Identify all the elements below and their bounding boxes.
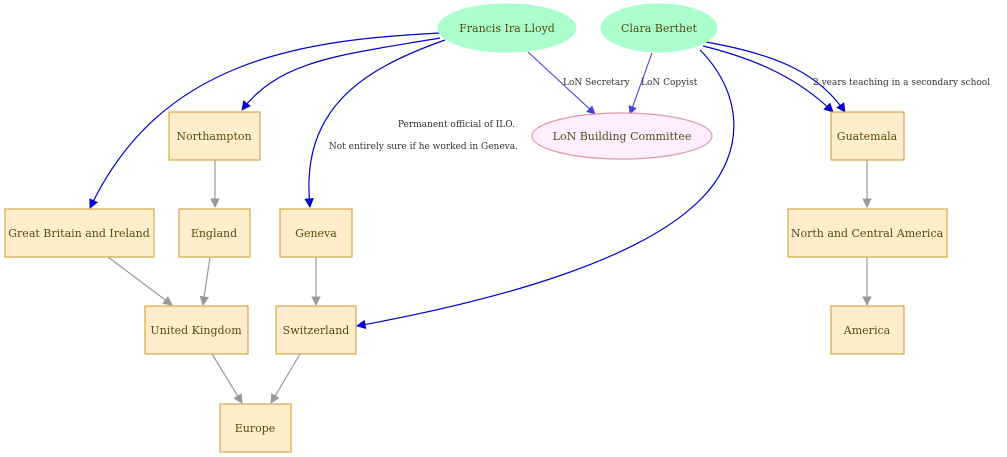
node-europe[interactable]: Europe bbox=[219, 403, 292, 453]
edge-uk-europe bbox=[211, 353, 243, 404]
node-geneva[interactable]: Geneva bbox=[279, 208, 353, 258]
edge-label-ilo: Permanent official of ILO. bbox=[398, 120, 515, 130]
node-label: England bbox=[191, 227, 237, 240]
node-label: America bbox=[843, 324, 891, 337]
node-united-kingdom[interactable]: United Kingdom bbox=[144, 305, 249, 355]
edge-switzerland-europe bbox=[270, 353, 301, 404]
node-switzerland[interactable]: Switzerland bbox=[275, 305, 357, 355]
edge-francis-northampton bbox=[241, 37, 441, 111]
node-francis-ira-lloyd[interactable]: Francis Ira Lloyd bbox=[437, 3, 577, 53]
edge-francis-committee bbox=[527, 51, 596, 115]
node-guatemala[interactable]: Guatemala bbox=[830, 111, 905, 161]
node-great-britain-and-ireland[interactable]: Great Britain and Ireland bbox=[4, 208, 155, 258]
edge-label-lon-copyist: LoN Copyist bbox=[641, 78, 698, 88]
node-label: Guatemala bbox=[837, 130, 898, 143]
node-england[interactable]: England bbox=[178, 208, 251, 258]
edge-label-teaching: 2 years teaching in a secondary school bbox=[813, 78, 990, 88]
node-label: Geneva bbox=[295, 227, 337, 240]
edge-francis-gbi bbox=[89, 32, 441, 209]
edge-label-lon-secretary: LoN Secretary bbox=[563, 78, 631, 88]
node-label: Northampton bbox=[176, 130, 251, 143]
node-label: Europe bbox=[235, 422, 276, 435]
edge-clara-guatemala-1 bbox=[702, 45, 834, 113]
node-lon-building-committee[interactable]: LoN Building Committee bbox=[531, 112, 713, 160]
node-label: North and Central America bbox=[791, 227, 944, 240]
node-label: United Kingdom bbox=[150, 324, 242, 337]
node-label: Great Britain and Ireland bbox=[8, 227, 149, 240]
edge-gbi-uk bbox=[107, 256, 173, 306]
edge-clara-guatemala-2 bbox=[705, 41, 846, 113]
edge-clara-switzerland bbox=[356, 49, 735, 330]
node-america[interactable]: America bbox=[830, 305, 905, 355]
edge-francis-geneva bbox=[304, 39, 446, 208]
node-label: Clara Berthet bbox=[621, 22, 698, 35]
edge-clara-committee bbox=[628, 52, 653, 115]
node-label: Francis Ira Lloyd bbox=[459, 22, 555, 35]
node-label: LoN Building Committee bbox=[553, 130, 692, 143]
node-clara-berthet[interactable]: Clara Berthet bbox=[600, 3, 718, 53]
node-northampton[interactable]: Northampton bbox=[168, 111, 261, 161]
edge-label-geneva-note: Not entirely sure if he worked in Geneva… bbox=[329, 142, 518, 152]
edge-england-uk bbox=[199, 256, 211, 306]
node-north-and-central-america[interactable]: North and Central America bbox=[787, 208, 948, 258]
node-label: Switzerland bbox=[283, 324, 350, 337]
